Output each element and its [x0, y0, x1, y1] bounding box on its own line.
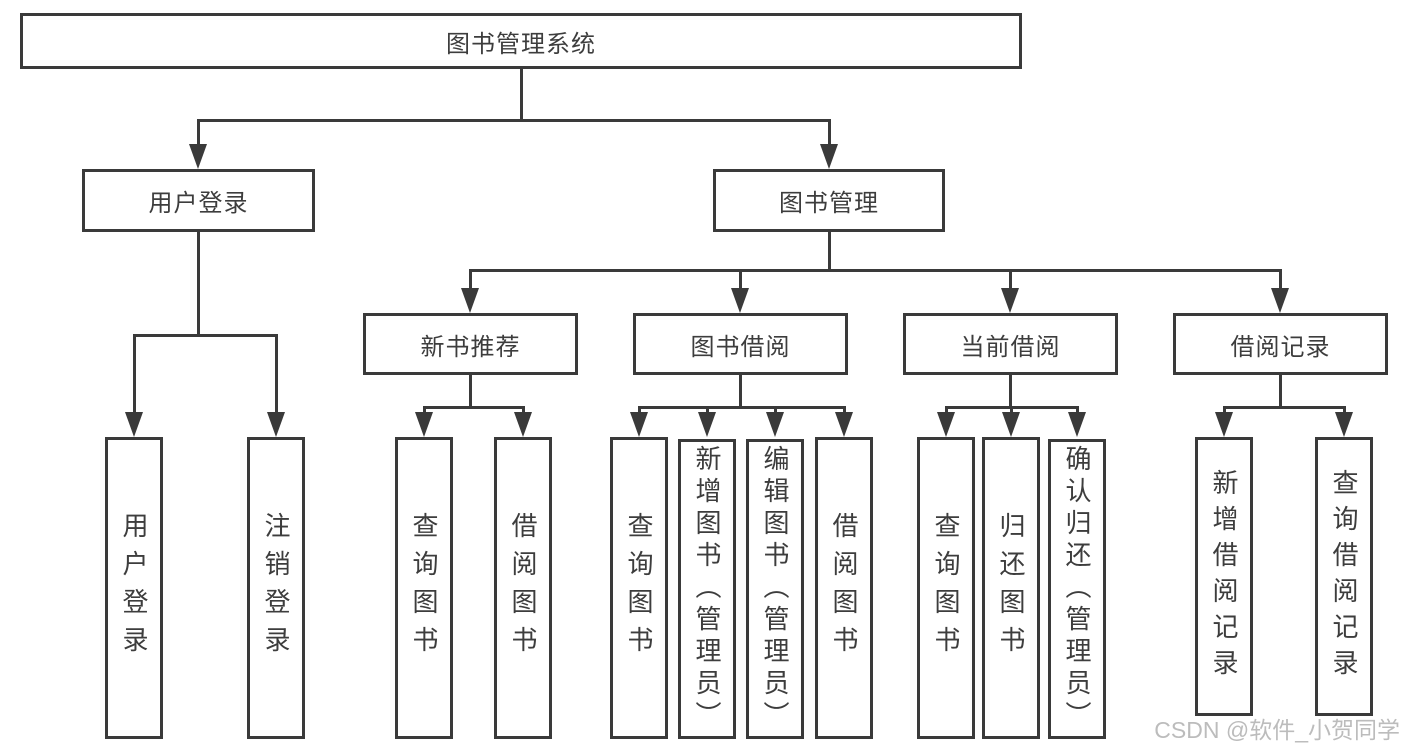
- node-label: 注销登录: [261, 512, 291, 664]
- node-label: 图书管理: [779, 190, 879, 217]
- connector-line: [945, 407, 948, 415]
- node-leaf-query-book-2: 查询图书: [610, 437, 668, 739]
- connector-line: [520, 69, 523, 122]
- connector-line: [828, 232, 831, 272]
- connector-line: [843, 407, 846, 415]
- connector-line: [133, 334, 278, 337]
- connector-line: [275, 335, 278, 415]
- connector-line: [774, 407, 777, 415]
- arrow-down-icon: [731, 288, 749, 313]
- node-label: 编辑图书（管理员）: [760, 445, 790, 733]
- arrow-down-icon: [1001, 288, 1019, 313]
- arrow-down-icon: [415, 412, 433, 437]
- node-leaf-user-login: 用户登录: [105, 437, 163, 739]
- arrow-down-icon: [1271, 288, 1289, 313]
- node-label: 用户登录: [119, 512, 149, 664]
- node-label: 查询图书: [624, 512, 654, 664]
- csdn-watermark: CSDN @软件_小贺同学: [1154, 717, 1400, 743]
- node-label: 归还图书: [996, 512, 1026, 664]
- node-leaf-edit-book-admin: 编辑图书（管理员）: [746, 439, 804, 739]
- node-label: 图书管理系统: [446, 30, 596, 58]
- connector-line: [638, 406, 846, 409]
- node-borrow-record: 借阅记录: [1173, 313, 1388, 375]
- connector-line: [423, 406, 525, 409]
- node-leaf-confirm-return-admin: 确认归还（管理员）: [1048, 439, 1106, 739]
- connector-line: [739, 375, 742, 409]
- arrow-down-icon: [835, 412, 853, 437]
- node-book-borrow: 图书借阅: [633, 313, 848, 375]
- connector-line: [423, 407, 426, 415]
- arrow-down-icon: [1215, 412, 1233, 437]
- node-root: 图书管理系统: [20, 13, 1022, 69]
- node-book-mgmt: 图书管理: [713, 169, 945, 232]
- connector-line: [1076, 407, 1079, 415]
- connector-line: [1223, 406, 1346, 409]
- connector-line: [197, 119, 831, 122]
- node-leaf-add-book-admin: 新增图书（管理员）: [678, 439, 736, 739]
- connector-line: [197, 120, 200, 147]
- node-leaf-borrow-book-1: 借阅图书: [494, 437, 552, 739]
- connector-line: [469, 375, 472, 409]
- node-label: 当前借阅: [960, 333, 1061, 361]
- node-current-borrow: 当前借阅: [903, 313, 1118, 375]
- connector-line: [1009, 270, 1012, 291]
- node-label: 新增借阅记录: [1209, 468, 1239, 685]
- arrow-down-icon: [125, 412, 143, 437]
- node-label: 借阅图书: [508, 512, 538, 664]
- connector-line: [1279, 375, 1282, 409]
- node-leaf-return-book: 归还图书: [982, 437, 1040, 739]
- node-leaf-borrow-book-2: 借阅图书: [815, 437, 873, 739]
- node-label: 新增图书（管理员）: [692, 445, 722, 733]
- arrow-down-icon: [514, 412, 532, 437]
- arrow-down-icon: [1335, 412, 1353, 437]
- arrow-down-icon: [461, 288, 479, 313]
- connector-line: [522, 407, 525, 415]
- node-label: 查询图书: [931, 512, 961, 664]
- connector-line: [1279, 270, 1282, 291]
- node-label: 借阅记录: [1230, 333, 1331, 361]
- node-user-login: 用户登录: [82, 169, 315, 232]
- connector-line: [197, 232, 200, 337]
- node-label: 新书推荐: [420, 333, 521, 361]
- connector-line: [469, 269, 1282, 272]
- node-leaf-query-book-1: 查询图书: [395, 437, 453, 739]
- connector-line: [1343, 407, 1346, 415]
- node-leaf-query-borrow-record: 查询借阅记录: [1315, 437, 1373, 716]
- node-label: 确认归还（管理员）: [1062, 445, 1092, 733]
- arrow-down-icon: [766, 412, 784, 437]
- connector-line: [828, 120, 831, 147]
- arrow-down-icon: [937, 412, 955, 437]
- connector-line: [133, 335, 136, 415]
- arrow-down-icon: [698, 412, 716, 437]
- arrow-down-icon: [820, 144, 838, 169]
- node-label: 图书借阅: [690, 333, 791, 361]
- node-label: 借阅图书: [829, 512, 859, 664]
- connector-line: [1223, 407, 1226, 415]
- arrow-down-icon: [1002, 412, 1020, 437]
- connector-line: [1010, 407, 1013, 415]
- node-leaf-query-book-3: 查询图书: [917, 437, 975, 739]
- arrow-down-icon: [267, 412, 285, 437]
- connector-line: [1009, 375, 1012, 409]
- arrow-down-icon: [1068, 412, 1086, 437]
- connector-line: [638, 407, 641, 415]
- node-label: 查询借阅记录: [1329, 468, 1359, 685]
- connector-line: [469, 270, 472, 291]
- node-new-book-rec: 新书推荐: [363, 313, 578, 375]
- arrow-down-icon: [630, 412, 648, 437]
- node-leaf-add-borrow-record: 新增借阅记录: [1195, 437, 1253, 716]
- node-label: 用户登录: [148, 190, 249, 217]
- node-label: 查询图书: [409, 512, 439, 664]
- connector-line: [739, 270, 742, 291]
- arrow-down-icon: [189, 144, 207, 169]
- connector-line: [706, 407, 709, 415]
- node-leaf-logout: 注销登录: [247, 437, 305, 739]
